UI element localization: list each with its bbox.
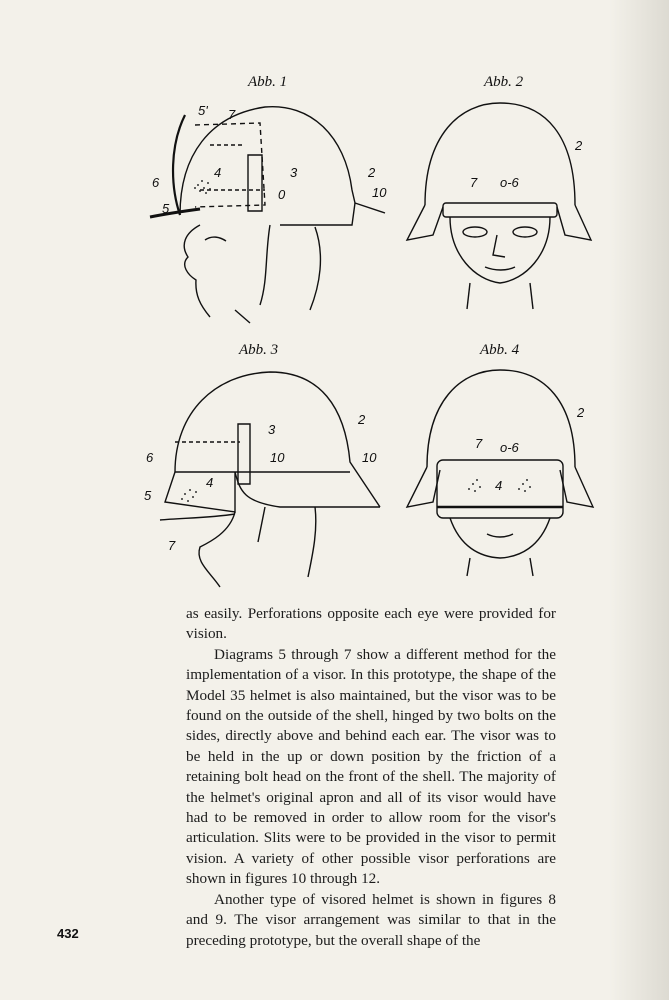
fig1-callout-0: 0 bbox=[278, 187, 286, 202]
fig4-callout-2: 2 bbox=[576, 405, 585, 420]
figure-4-caption: Abb. 4 bbox=[480, 342, 520, 358]
fig1-callout-4: 4 bbox=[214, 165, 221, 180]
paragraph-3: Another type of visored helmet is shown … bbox=[186, 890, 556, 949]
paragraph-1: as easily. Perforations opposite each ey… bbox=[186, 605, 556, 643]
fig3-callout-2: 2 bbox=[357, 412, 366, 427]
page-number: 432 bbox=[57, 926, 79, 941]
fig3-callout-10-right: 10 bbox=[362, 450, 377, 465]
fig3-callout-4: 4 bbox=[206, 475, 213, 490]
fig3-callout-5: 5 bbox=[144, 488, 152, 503]
fig1-callout-5: 5 bbox=[162, 201, 170, 216]
figure-3-illustration: 3 2 6 10 10 4 5 7 bbox=[144, 362, 390, 597]
fig1-callout-5-prime: 5' bbox=[198, 103, 208, 118]
fig2-callout-6: o-6 bbox=[500, 175, 520, 190]
paragraph-2: Diagrams 5 through 7 show a different me… bbox=[186, 645, 556, 888]
figure-1-caption: Abb. 1 bbox=[248, 74, 288, 90]
fig1-callout-7: 7 bbox=[228, 107, 236, 122]
fig3-callout-10-left: 10 bbox=[270, 450, 285, 465]
fig2-callout-7: 7 bbox=[470, 175, 478, 190]
figure-3-caption: Abb. 3 bbox=[239, 342, 279, 358]
fig1-callout-10: 10 bbox=[372, 185, 387, 200]
fig1-callout-3: 3 bbox=[290, 165, 298, 180]
figure-4-illustration: 2 7 o-6 4 bbox=[405, 362, 600, 582]
body-text: as easily. Perforations opposite each ey… bbox=[186, 604, 556, 951]
fig3-callout-3: 3 bbox=[268, 422, 276, 437]
figure-2-caption: Abb. 2 bbox=[484, 74, 524, 90]
fig3-callout-6: 6 bbox=[146, 450, 154, 465]
fig3-callout-7: 7 bbox=[168, 538, 176, 553]
figure-1-illustration: 5' 7 6 4 3 0 5 2 10 bbox=[140, 103, 387, 330]
fig2-callout-2: 2 bbox=[574, 138, 583, 153]
fig4-callout-7: 7 bbox=[475, 436, 483, 451]
fig4-callout-4: 4 bbox=[495, 478, 502, 493]
fig1-callout-2: 2 bbox=[367, 165, 376, 180]
fig4-callout-6: o-6 bbox=[500, 440, 520, 455]
page-edge-shadow bbox=[609, 0, 669, 1000]
fig1-callout-6: 6 bbox=[152, 175, 160, 190]
figure-2-illustration: 2 7 o-6 bbox=[405, 95, 600, 315]
